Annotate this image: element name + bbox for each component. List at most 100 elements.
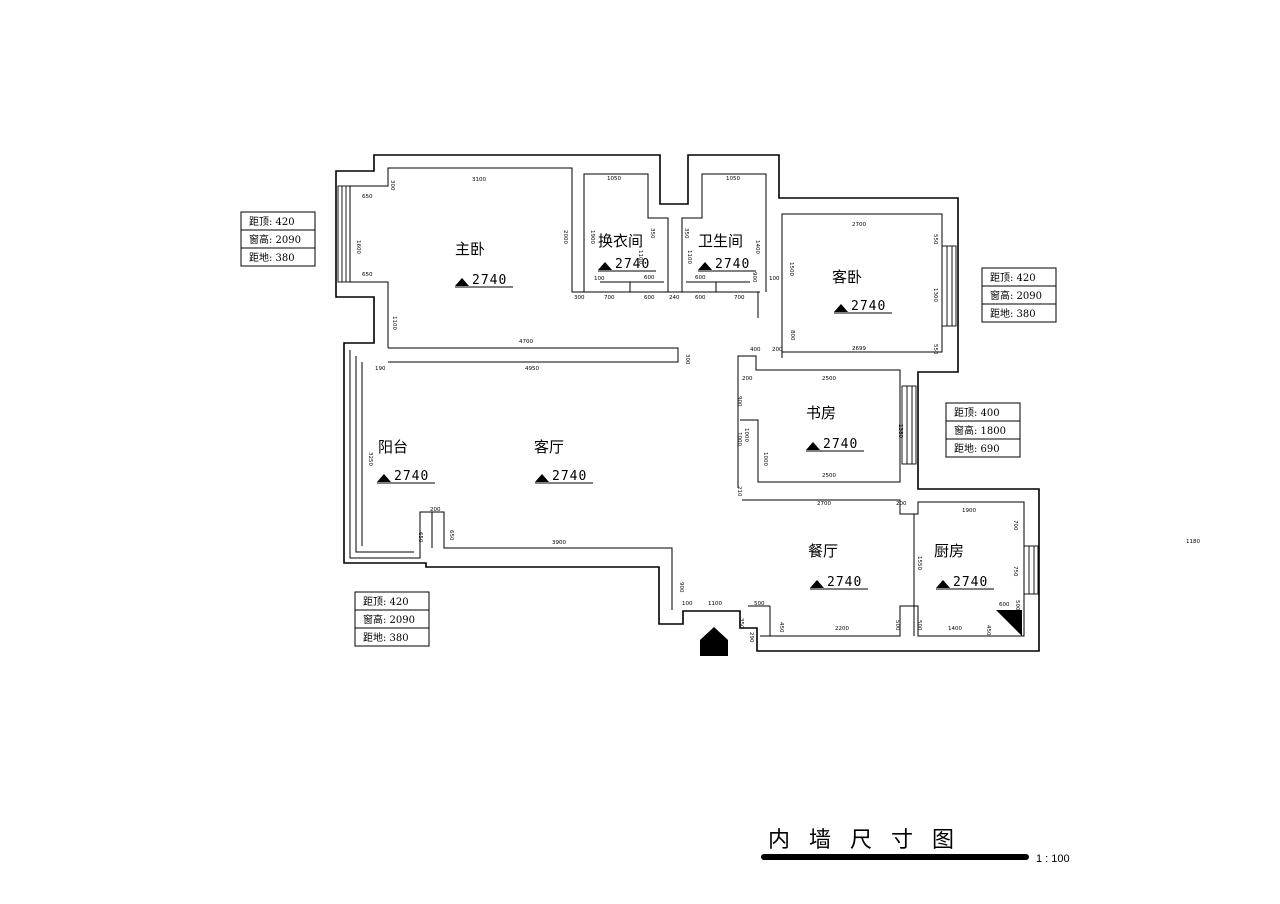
dimension-label: 4950 [525,366,539,372]
drawing-scale: 1 : 100 [1036,853,1070,865]
dimension-label: 2699 [852,346,866,352]
dimension-label: 1100 [391,316,397,330]
room-labels: 主卧 换衣间 卫生间 客卧 书房 阳台 客厅 餐厅 厨房 [378,232,964,560]
inner-wall-bath [681,173,767,292]
dimension-label: 450 [985,625,991,636]
dimension-label: 600 [999,602,1010,608]
inner-wall-master [349,167,760,348]
dimension-label: 450 [778,622,784,633]
dimension-label: 1000 [743,428,749,442]
dimension-label: 190 [375,366,386,372]
dimension-label: 2700 [852,222,866,228]
room-name: 主卧 [455,240,485,258]
note-row: 窗高: 2090 [990,289,1042,302]
window-kitchen [1023,545,1039,595]
dimension-label: 800 [789,330,795,341]
dimension-label: 1380 [897,424,903,438]
room-name: 客卧 [832,268,862,286]
dimension-label: 290 [748,632,754,643]
height-value: 2740 [615,257,650,272]
dimension-label: 2700 [817,501,831,507]
note-row: 距顶: 420 [249,216,295,228]
height-value: 2740 [472,273,507,288]
dimension-label: 350 [649,228,655,239]
note-row: 距地: 380 [990,307,1036,320]
window-note-east-study: 距顶: 400 窗高: 1800 距地: 690 [945,402,1021,458]
dimension-label: 100 [594,276,605,282]
dimension-label: 400 [750,347,761,353]
window-note-south: 距顶: 420 窗高: 2090 距地: 380 [354,591,430,647]
dimension-label: 1400 [948,626,962,632]
dimension-label: 3900 [552,540,566,546]
dimension-label: 1550 [916,556,922,570]
dimension-label: 200 [742,376,753,382]
note-row: 距地: 380 [249,251,295,264]
dimension-label: 650 [417,532,423,543]
note-row: 距顶: 400 [954,407,1000,419]
window-note-west: 距顶: 420 窗高: 2090 距地: 380 [240,211,316,267]
height-value: 2740 [851,299,886,314]
dimension-label: 200 [896,501,907,507]
note-row: 距顶: 420 [990,272,1036,284]
dimension-label: 900 [751,272,757,283]
outer-wall [335,154,1040,652]
entrance-icon [700,627,728,656]
dimension-label: 700 [604,295,615,301]
note-row: 距顶: 420 [363,596,409,608]
note-row: 窗高: 1800 [954,424,1006,437]
dimension-label: 600 [644,295,655,301]
dimension-label: 500 [894,620,900,631]
dimension-label: 500 [1014,600,1020,611]
window-note-east-guest: 距顶: 420 窗高: 2090 距地: 380 [981,267,1057,323]
dimension-label: 1000 [736,432,742,446]
dimension-label: 600 [644,275,655,281]
dimension-label: 1000 [762,452,768,466]
dimension-label: 2000 [562,230,568,244]
height-value: 2740 [953,575,988,590]
height-value: 2740 [715,257,750,272]
dimension-label: 3250 [367,452,373,466]
dimension-label: 700 [734,295,745,301]
window-west [337,185,351,283]
inner-wall-living-top [388,347,679,363]
dimension-label: 500 [754,601,765,607]
room-name: 卫生间 [698,232,743,250]
dimension-label: 1050 [607,176,621,182]
dimension-label: 100 [769,276,780,282]
dimension-label: 300 [684,354,690,365]
dimension-label: 2500 [822,376,836,382]
dimension-label: 200 [772,347,783,353]
dimension-label: 700 [1012,520,1018,531]
dimension-label: 650 [362,272,373,278]
room-name: 客厅 [534,438,564,456]
note-row: 距地: 690 [954,442,1000,455]
height-value: 2740 [552,469,587,484]
room-name: 厨房 [934,542,964,560]
dimension-label: 300 [389,180,395,191]
inner-wall-balcony-2 [355,356,414,553]
inner-wall-closet [583,173,669,292]
note-row: 窗高: 2090 [249,233,301,246]
room-name: 餐厅 [808,542,838,560]
dimension-label: 1100 [686,250,692,264]
height-value: 2740 [394,469,429,484]
dimension-label: 1500 [788,262,794,276]
dimension-label: 750 [1012,566,1018,577]
dimension-label: 300 [574,295,585,301]
dimension-label: 650 [448,530,454,541]
dimension-label: 1050 [726,176,740,182]
dimension-label: 1900 [962,508,976,514]
dimension-label: 350 [683,228,689,239]
height-markers: 2740 2740 2740 2740 2740 2740 2740 2740 … [377,257,994,590]
window-study [901,385,917,465]
dimension-label: 500 [916,620,922,631]
dimension-label: 1180 [1186,539,1200,545]
window-guest [941,245,957,327]
dimension-label: 200 [430,507,441,513]
room-name: 阳台 [378,438,408,456]
height-value: 2740 [827,575,862,590]
dimension-label: 650 [362,194,373,200]
dimension-label: 1300 [932,288,938,302]
